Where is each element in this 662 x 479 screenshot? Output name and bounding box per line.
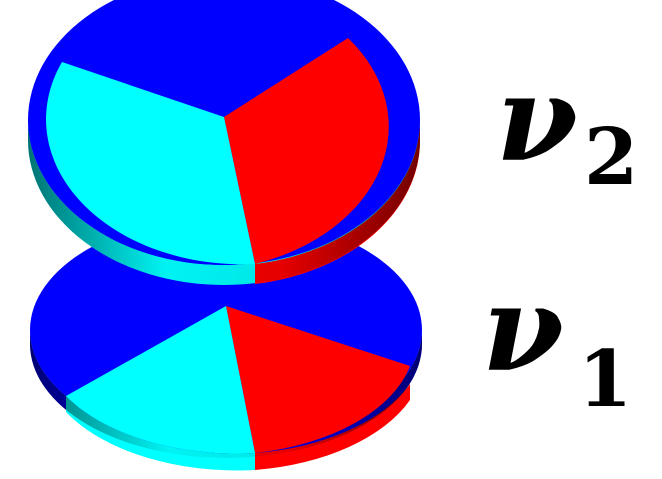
label-nu1: ν 1 (482, 259, 632, 425)
label-nu1-subscript: 1 (578, 334, 632, 425)
label-nu2-subscript: 2 (584, 112, 638, 203)
disk-nu2 (28, 0, 420, 285)
label-nu2: ν 2 (496, 49, 638, 203)
label-nu2-symbol: ν (496, 49, 578, 188)
label-nu1-symbol: ν (482, 259, 564, 398)
